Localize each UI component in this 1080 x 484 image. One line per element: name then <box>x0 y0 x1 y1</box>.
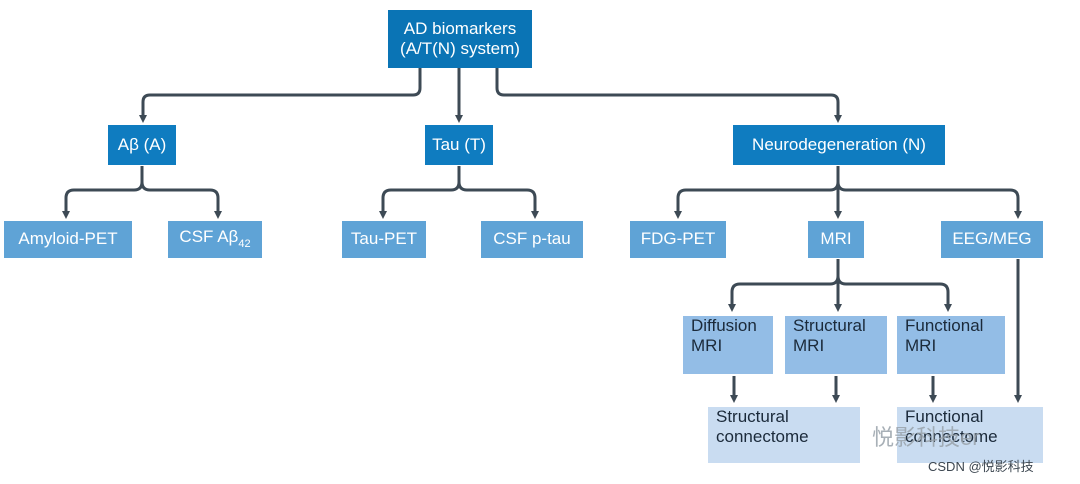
watermark-logo-text: 悦影科技er <box>872 425 980 450</box>
diffusion-mri-line2: MRI <box>691 336 723 356</box>
structural-mri-line2: MRI <box>793 336 825 356</box>
neurodegeneration-node: Neurodegeneration (N) <box>733 125 945 165</box>
tau-pet-node: Tau-PET <box>342 221 426 258</box>
structural-connectome-node: Structural connectome <box>708 407 860 463</box>
watermark-csdn-text: CSDN @悦影科技 <box>928 459 1034 474</box>
csf-ptau-node: CSF p-tau <box>481 221 583 258</box>
root-line1: AD biomarkers <box>403 18 517 38</box>
edge-amyloid-csf <box>140 166 222 219</box>
structural-connectome-line2: connectome <box>716 427 809 447</box>
edge-root-amyloid <box>139 68 422 123</box>
functional-connectome-node: Functional connectome <box>897 407 1043 463</box>
csf-abeta-node: CSF Aβ42 <box>168 221 262 258</box>
tau-node: Tau (T) <box>425 125 493 165</box>
functional-connectome-line1: Functional <box>905 407 984 426</box>
edge-tau-pet <box>379 166 461 219</box>
functional-mri-node: Functional MRI <box>897 316 1005 374</box>
edge-amyloid-pet <box>62 166 144 219</box>
amyloid-pet-label: Amyloid-PET <box>18 229 118 249</box>
structural-mri-line1: Structural <box>793 316 866 335</box>
root-line2: (A/T(N) system) <box>400 39 520 58</box>
diffusion-mri-node: Diffusion MRI <box>683 316 773 374</box>
edge-neuro-eeg <box>836 166 1022 219</box>
fdg-pet-node: FDG-PET <box>630 221 726 258</box>
csf-abeta-main: CSF Aβ <box>179 227 239 247</box>
mri-label: MRI <box>820 229 852 249</box>
neurodegeneration-label: Neurodegeneration (N) <box>752 134 926 154</box>
eeg-meg-node: EEG/MEG <box>941 221 1043 258</box>
functional-mri-line1: Functional <box>905 316 984 335</box>
csf-abeta-label: CSF Aβ42 <box>179 227 250 251</box>
csf-ptau-label: CSF p-tau <box>493 229 571 249</box>
mri-node: MRI <box>808 221 864 258</box>
structural-mri-node: Structural MRI <box>785 316 887 374</box>
fdg-pet-label: FDG-PET <box>640 229 716 249</box>
diffusion-mri-line1: Diffusion <box>691 316 757 335</box>
tau-pet-label: Tau-PET <box>350 229 418 249</box>
functional-mri-line2: MRI <box>905 336 937 356</box>
edge-mri-functional <box>836 259 952 312</box>
structural-connectome-line1: Structural <box>716 407 789 426</box>
edge-mri-diffusion <box>728 259 840 312</box>
amyloid-pet-node: Amyloid-PET <box>4 221 132 258</box>
edge-neuro-fdg <box>674 166 840 219</box>
amyloid-label: Aβ (A) <box>117 134 167 154</box>
functional-connectome-line2: connectome <box>905 427 998 447</box>
edge-root-neuro <box>495 68 842 123</box>
eeg-meg-label: EEG/MEG <box>952 229 1032 249</box>
csf-abeta-subscript: 42 <box>238 238 251 251</box>
edge-tau-csf <box>457 166 539 219</box>
amyloid-node: Aβ (A) <box>108 125 176 165</box>
root-node: AD biomarkers (A/T(N) system) <box>388 10 532 68</box>
tau-label: Tau (T) <box>432 134 486 154</box>
